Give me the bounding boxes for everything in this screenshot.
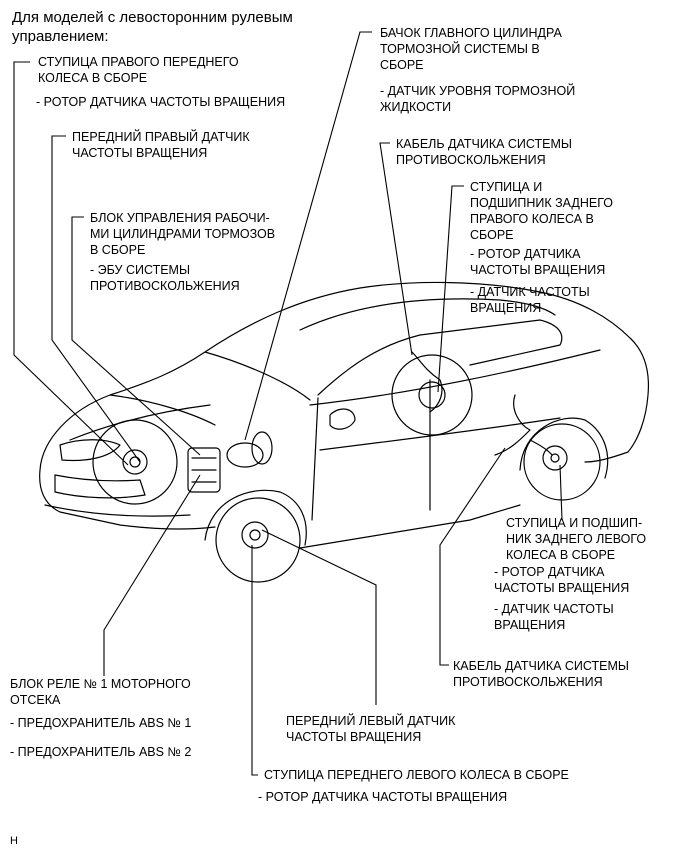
rear-left-hub-center bbox=[550, 453, 560, 463]
leader-front-right-sensor bbox=[51, 135, 141, 463]
roof-line bbox=[299, 298, 556, 331]
rear-left-wheel-arch bbox=[519, 417, 609, 479]
label-front-left-hub: СТУПИЦА ПЕРЕДНЕГО ЛЕВОГО КОЛЕСА В СБОРЕ bbox=[264, 768, 569, 782]
leader-relay-block bbox=[103, 474, 201, 676]
label-actuator: БЛОК УПРАВЛЕНИЯ РАБОЧИ- МИ ЦИЛИНДРАМИ ТО… bbox=[90, 211, 276, 257]
sublabel-fuse-abs-2: - ПРЕДОХРАНИТЕЛЬ ABS № 2 bbox=[10, 745, 192, 759]
rear-right-rotor bbox=[418, 381, 446, 409]
hood-line bbox=[69, 394, 216, 441]
sublabel-rear-left-sensor: - ДАТЧИК ЧАСТОТЫ ВРАЩЕНИЯ bbox=[494, 602, 614, 632]
abs-cable-left bbox=[494, 394, 553, 456]
brake-booster bbox=[251, 431, 273, 465]
label-front-right-hub: СТУПИЦА ПРАВОГО ПЕРЕДНЕГО КОЛЕСА В СБОРЕ bbox=[38, 55, 239, 85]
leader-front-left-hub bbox=[251, 545, 258, 776]
leader-reservoir bbox=[244, 31, 372, 441]
front-door bbox=[311, 379, 431, 521]
label-relay-block: БЛОК РЕЛЕ № 1 МОТОРНОГО ОТСЕКА bbox=[10, 677, 191, 707]
sublabel-rear-left-rotor: - РОТОР ДАТЧИКА ЧАСТОТЫ ВРАЩЕНИЯ bbox=[494, 565, 630, 595]
leader-actuator bbox=[71, 216, 201, 456]
title-line-1: Для моделей с левосторонним рулевым bbox=[12, 9, 293, 26]
sublabel-rear-right-sensor: - ДАТЧИК ЧАСТОТЫ ВРАЩЕНИЯ bbox=[470, 285, 590, 315]
side-windows bbox=[317, 319, 563, 396]
label-front-right-sensor: ПЕРЕДНИЙ ПРАВЫЙ ДАТЧИК ЧАСТОТЫ ВРАЩЕНИЯ bbox=[72, 130, 250, 160]
sublabel-actuator: - ЭБУ СИСТЕМЫ ПРОТИВОСКОЛЬЖЕНИЯ bbox=[90, 263, 240, 293]
figure-code: H bbox=[10, 835, 18, 847]
label-rear-right-hub: СТУПИЦА И ПОДШИПНИК ЗАДНЕГО ПРАВОГО КОЛЕ… bbox=[470, 180, 614, 242]
front-right-hub-center bbox=[129, 456, 141, 468]
side-mirror bbox=[329, 408, 356, 430]
abs-cable-right bbox=[411, 351, 443, 413]
page-title: Для моделей с левосторонним рулевым упра… bbox=[12, 8, 293, 46]
label-cable-left: КАБЕЛЬ ДАТЧИКА СИСТЕМЫ ПРОТИВОСКОЛЬЖЕНИЯ bbox=[453, 659, 629, 689]
leader-front-left-sensor bbox=[261, 529, 377, 705]
actuator-detail bbox=[191, 457, 217, 483]
brake-actuator bbox=[187, 447, 221, 493]
grille bbox=[54, 474, 146, 499]
label-rear-left-hub: СТУПИЦА И ПОДШИП- НИК ЗАДНЕГО ЛЕВОГО КОЛ… bbox=[506, 516, 647, 562]
belt-line bbox=[309, 349, 601, 406]
windshield bbox=[204, 351, 311, 401]
master-cylinder bbox=[226, 442, 264, 468]
car-lower bbox=[39, 469, 216, 530]
front-left-hub-center bbox=[249, 529, 261, 541]
bumper bbox=[44, 504, 191, 517]
sublabel-rear-right-rotor: - РОТОР ДАТЧИКА ЧАСТОТЫ ВРАЩЕНИЯ bbox=[470, 247, 606, 277]
front-right-wheel bbox=[92, 419, 178, 505]
leader-rear-right-hub bbox=[437, 185, 464, 393]
rear-right-wheel bbox=[391, 354, 473, 436]
sublabel-front-left-hub: - РОТОР ДАТЧИКА ЧАСТОТЫ ВРАЩЕНИЯ bbox=[258, 790, 508, 804]
front-left-wheel bbox=[215, 497, 301, 583]
sublabel-fuse-abs-1: - ПРЕДОХРАНИТЕЛЬ ABS № 1 bbox=[10, 716, 192, 730]
headlight bbox=[59, 439, 121, 462]
leader-cable-left bbox=[439, 447, 506, 666]
leader-rear-left-hub bbox=[559, 464, 563, 521]
leader-cable-right bbox=[379, 142, 413, 356]
label-cable-right: КАБЕЛЬ ДАТЧИКА СИСТЕМЫ ПРОТИВОСКОЛЬЖЕНИЯ bbox=[396, 137, 572, 167]
front-left-wheel-arch bbox=[204, 489, 307, 546]
sublabel-front-right-hub: - РОТОР ДАТЧИКА ЧАСТОТЫ ВРАЩЕНИЯ bbox=[36, 95, 286, 109]
title-line-2: управлением: bbox=[12, 28, 109, 45]
car-sill bbox=[299, 504, 521, 549]
front-left-rotor bbox=[241, 521, 269, 549]
label-reservoir: БАЧОК ГЛАВНОГО ЦИЛИНДРА ТОРМОЗНОЙ СИСТЕМ… bbox=[380, 26, 562, 72]
leader-front-right-hub bbox=[13, 61, 129, 466]
rear-left-wheel bbox=[523, 423, 601, 501]
car-body bbox=[39, 281, 650, 471]
rear-left-rotor bbox=[542, 445, 568, 471]
front-right-rotor bbox=[122, 449, 148, 475]
sublabel-reservoir: - ДАТЧИК УРОВНЯ ТОРМОЗНОЙ ЖИДКОСТИ bbox=[380, 84, 576, 114]
label-front-left-sensor: ПЕРЕДНИЙ ЛЕВЫЙ ДАТЧИК ЧАСТОТЫ ВРАЩЕНИЯ bbox=[286, 714, 456, 744]
